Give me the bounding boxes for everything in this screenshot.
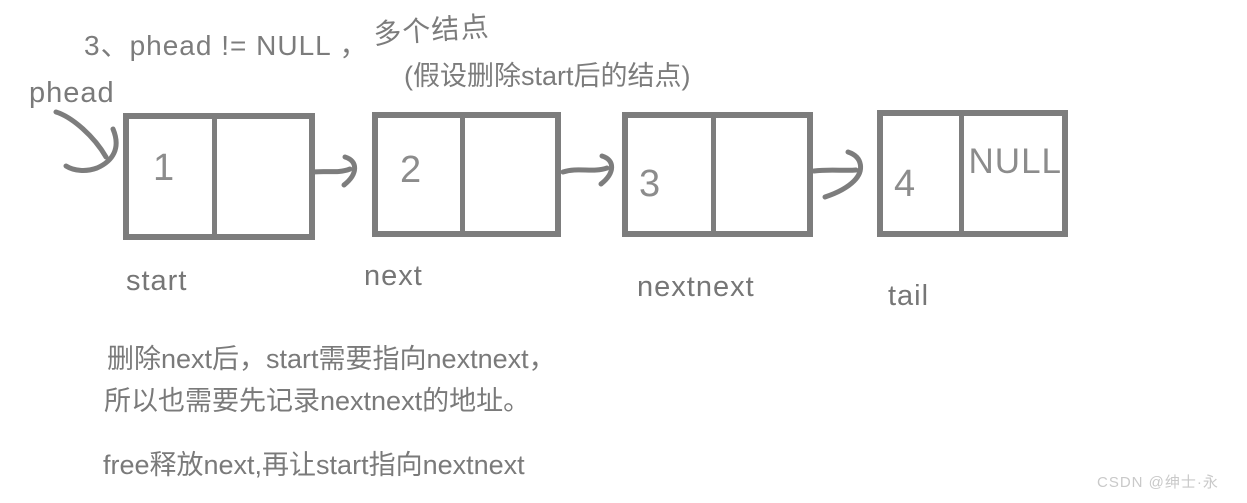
node-4-value: 4 — [883, 116, 964, 231]
phead-arrow-shaft — [53, 109, 109, 160]
node-2: 2 — [372, 112, 561, 237]
note-line-1: 删除next后，start需要指向nextnext， — [107, 344, 556, 374]
node-1-label: start — [126, 265, 188, 297]
phead-arrow-head — [63, 126, 119, 173]
arrow-1-2-head — [341, 154, 358, 188]
node-3-value: 3 — [628, 118, 716, 231]
node-1: 1 — [123, 113, 315, 240]
node-4-label: tail — [888, 280, 930, 312]
arrow-3-4-head — [822, 149, 863, 200]
arrow-3-4-shaft — [811, 167, 859, 174]
arrow-2-3-shaft — [560, 165, 610, 175]
node-1-value: 1 — [129, 119, 218, 234]
node-3: 3 — [622, 112, 813, 237]
node-2-value: 2 — [378, 118, 465, 231]
arrow-2-3-head — [598, 153, 615, 187]
node-2-next-pointer — [465, 118, 555, 231]
node-3-label: nextnext — [637, 271, 755, 303]
note-line-2: 所以也需要先记录nextnext的地址。 — [104, 386, 531, 416]
phead-label: phead — [29, 77, 115, 109]
node-4: 4 NULL — [877, 110, 1068, 237]
title-text: 3、phead != NULL ， — [84, 30, 369, 61]
node-2-label: next — [364, 260, 423, 292]
note-line-3: free释放next,再让start指向nextnext — [103, 450, 525, 480]
node-3-next-pointer — [716, 118, 807, 231]
subtitle-text: (假设删除start后的结点) — [404, 61, 691, 91]
node-1-next-pointer — [217, 119, 309, 234]
node-4-next-pointer: NULL — [968, 142, 1062, 181]
csdn-watermark: CSDN @绅士·永 — [1097, 474, 1219, 491]
